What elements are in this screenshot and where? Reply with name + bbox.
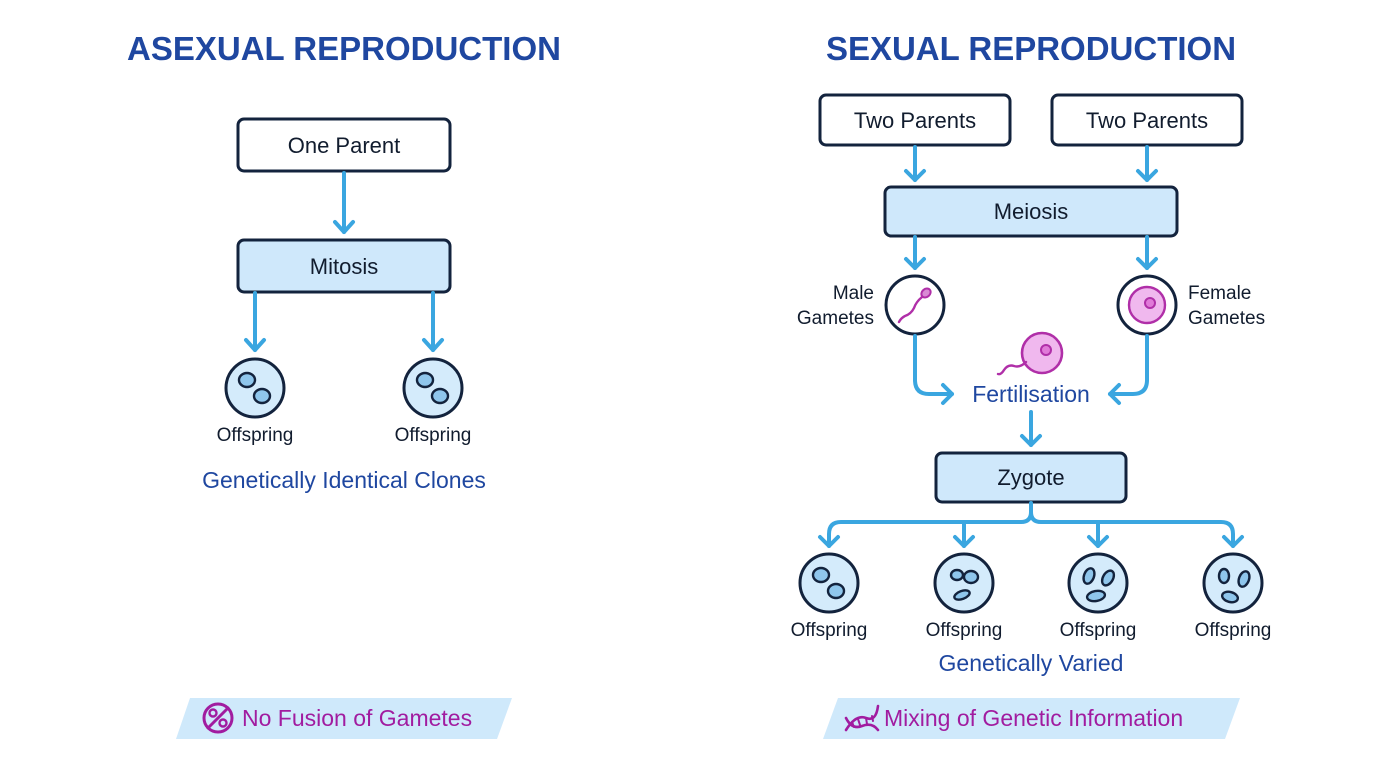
mitosis-to-offspring-arrows	[244, 291, 444, 352]
sexual-banner-text: Mixing of Genetic Information	[884, 705, 1183, 731]
one-parent-label: One Parent	[288, 133, 401, 158]
parent-box-1: Two Parents	[818, 93, 1012, 147]
asexual-banner: No Fusion of Gametes	[176, 698, 512, 739]
parent-label-2: Two Parents	[1086, 108, 1208, 133]
sexual-offspring-cell-1	[798, 552, 860, 614]
asexual-title: ASEXUAL REPRODUCTION	[127, 30, 561, 67]
parent-label-1: Two Parents	[854, 108, 976, 133]
sexual-offspring-label-3: Offspring	[1060, 620, 1137, 641]
zygote-box: Zygote	[934, 451, 1128, 504]
sexual-offspring-cell-2	[933, 552, 995, 614]
sexual-offspring-label-4: Offspring	[1195, 620, 1272, 641]
sexual-caption: Genetically Varied	[939, 650, 1124, 676]
male-gamete-cell	[884, 274, 946, 336]
gametes-to-fertilisation-arrows	[913, 334, 1149, 405]
asexual-panel: ASEXUAL REPRODUCTION One Parent Mitosis …	[127, 30, 561, 739]
sexual-offspring-cell-3	[1067, 552, 1129, 614]
fertilisation-icon	[996, 331, 1064, 376]
sexual-offspring-cell-4	[1202, 552, 1264, 614]
parent-to-mitosis-arrow	[333, 171, 355, 234]
parents-to-meiosis-arrows	[904, 145, 1158, 182]
dna-icon	[844, 704, 880, 732]
meiosis-label: Meiosis	[994, 199, 1069, 224]
zygote-label: Zygote	[997, 465, 1064, 490]
zygote-to-offspring-arrows	[818, 501, 1244, 548]
sexual-banner: Mixing of Genetic Information	[823, 698, 1240, 739]
asexual-banner-text: No Fusion of Gametes	[242, 705, 472, 731]
female-gamete-cell	[1116, 274, 1178, 336]
egg-icon	[1127, 285, 1167, 325]
female-label-line-1: Female	[1188, 283, 1251, 304]
mitosis-label: Mitosis	[310, 254, 378, 279]
asexual-caption: Genetically Identical Clones	[202, 467, 486, 493]
sexual-panel: SEXUAL REPRODUCTION Two Parents Two Pare…	[791, 30, 1272, 739]
male-label-line-2: Gametes	[797, 308, 874, 329]
female-label-line-2: Gametes	[1188, 308, 1265, 329]
fertilisation-label: Fertilisation	[972, 381, 1090, 407]
sexual-offspring-label-1: Offspring	[791, 620, 868, 641]
parent-box-2: Two Parents	[1050, 93, 1244, 147]
asexual-offspring-cell-1	[224, 357, 286, 419]
asexual-offspring-label-2: Offspring	[395, 425, 472, 446]
meiosis-box: Meiosis	[883, 185, 1179, 238]
mitosis-box: Mitosis	[236, 238, 452, 294]
one-parent-box: One Parent	[236, 117, 452, 173]
sperm-icon	[897, 287, 932, 324]
asexual-offspring-label-1: Offspring	[217, 425, 294, 446]
fertilisation-to-zygote-arrow	[1020, 410, 1042, 447]
meiosis-to-gametes-arrows	[904, 235, 1158, 270]
no-fusion-icon	[202, 702, 234, 734]
sexual-offspring-label-2: Offspring	[926, 620, 1003, 641]
sexual-title: SEXUAL REPRODUCTION	[826, 30, 1236, 67]
asexual-offspring-cell-2	[402, 357, 464, 419]
male-label-line-1: Male	[833, 283, 874, 304]
